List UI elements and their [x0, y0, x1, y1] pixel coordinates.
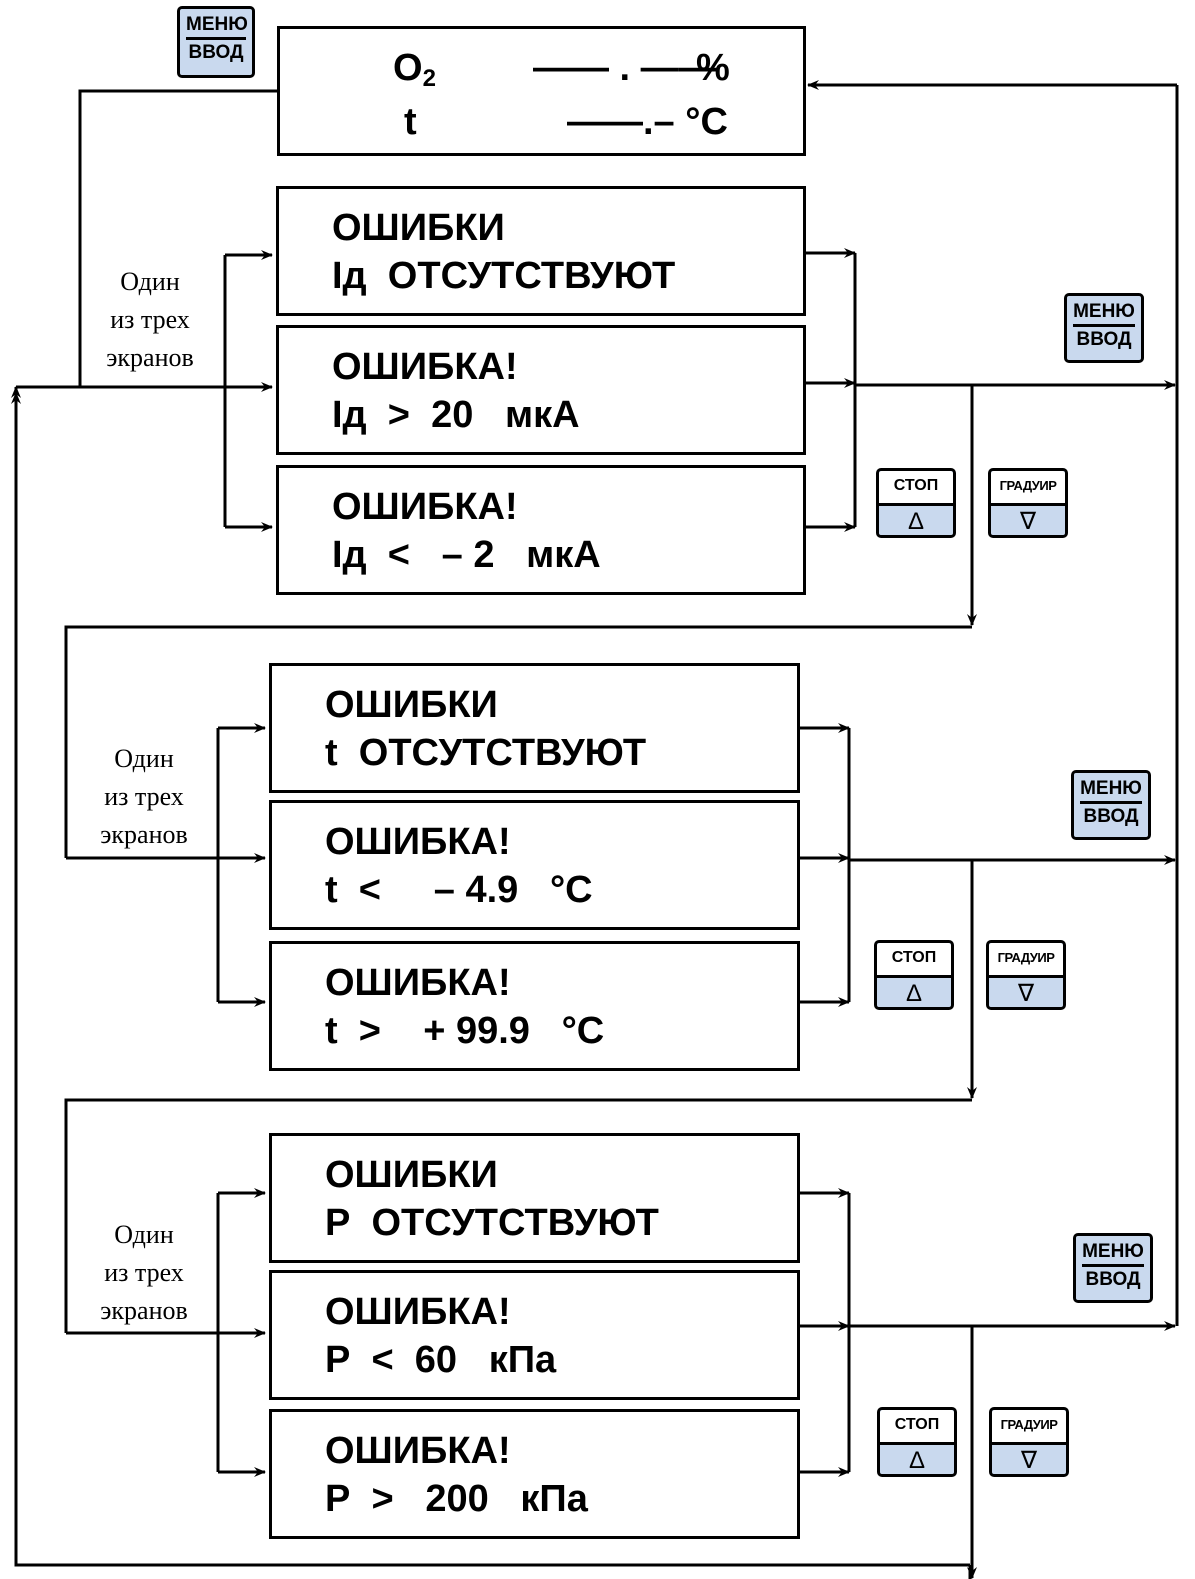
screen-id-too-low: ОШИБКА! Iд < – 2 мкА	[276, 465, 806, 595]
calibrate-down-key[interactable]: ГРАДУИР ∇	[989, 1407, 1069, 1477]
key-label-bottom: ВВОД	[1083, 806, 1139, 827]
note-line: из трех	[104, 1258, 184, 1287]
key-label-top: МЕНЮ	[1082, 1241, 1144, 1267]
note-line: Один	[114, 1220, 174, 1249]
o2-unit: %	[696, 47, 730, 89]
menu-enter-key[interactable]: МЕНЮ ВВОД	[1064, 293, 1144, 363]
down-triangle-icon: ∇	[1019, 508, 1037, 535]
key-label: ГРАДУИР	[989, 943, 1063, 978]
note-line: экранов	[106, 343, 194, 372]
screen-line1: ОШИБКИ	[325, 684, 498, 726]
screen-line1: ОШИБКА!	[332, 486, 518, 528]
up-triangle-icon: Δ	[907, 508, 925, 535]
key-label: ГРАДУИР	[991, 471, 1065, 506]
screen-line2: Р ОТСУТСТВУЮТ	[325, 1202, 659, 1244]
key-label: СТОП	[877, 943, 951, 978]
key-label-bottom: ВВОД	[1076, 329, 1132, 350]
screen-line2: Р > 200 кПа	[325, 1478, 588, 1520]
screen-line1: ОШИБКИ	[325, 1154, 498, 1196]
menu-enter-key[interactable]: МЕНЮ ВВОД	[1073, 1233, 1153, 1303]
screen-id-no-errors: ОШИБКИ Iд ОТСУТСТВУЮТ	[276, 186, 806, 316]
screen-line2: Р < 60 кПа	[325, 1339, 557, 1381]
note-line: Один	[120, 267, 180, 296]
screen-p-too-low: ОШИБКА! Р < 60 кПа	[269, 1270, 800, 1400]
screen-line1: ОШИБКА!	[325, 1430, 511, 1472]
calibrate-down-key[interactable]: ГРАДУИР ∇	[988, 468, 1068, 538]
screen-line2: t ОТСУТСТВУЮТ	[325, 732, 647, 774]
key-label-bottom: ВВОД	[188, 42, 244, 63]
screen-line1: ОШИБКА!	[325, 1291, 511, 1333]
screen-t-too-low: ОШИБКА! t < – 4.9 °С	[269, 800, 800, 930]
o2-label: O2	[393, 47, 436, 92]
key-label: СТОП	[879, 471, 953, 506]
key-label: СТОП	[880, 1410, 954, 1445]
stop-up-key[interactable]: СТОП Δ	[874, 940, 954, 1010]
screen-line1: ОШИБКА!	[325, 821, 511, 863]
screen-line1: ОШИБКА!	[325, 962, 511, 1004]
main-screen: O2 —— . —— % t ——.– °C	[277, 26, 806, 156]
screen-line1: ОШИБКИ	[332, 207, 505, 249]
key-label: ГРАДУИР	[992, 1410, 1066, 1445]
main-to-group1-line	[78, 89, 277, 387]
stop-up-key[interactable]: СТОП Δ	[876, 468, 956, 538]
screen-p-no-errors: ОШИБКИ Р ОТСУТСТВУЮТ	[269, 1133, 800, 1263]
calibrate-down-key[interactable]: ГРАДУИР ∇	[986, 940, 1066, 1010]
screen-t-too-high: ОШИБКА! t > + 99.9 °С	[269, 941, 800, 1071]
screen-id-too-high: ОШИБКА! Iд > 20 мкА	[276, 325, 806, 455]
down-triangle-icon: ∇	[1017, 980, 1035, 1007]
note-line: экранов	[100, 1296, 188, 1325]
up-triangle-icon: Δ	[905, 980, 923, 1007]
note-line: из трех	[110, 305, 190, 334]
key-label-top: МЕНЮ	[186, 14, 248, 40]
key-label-top: МЕНЮ	[1073, 301, 1135, 327]
key-label-top: МЕНЮ	[1080, 778, 1142, 804]
screen-line2: t > + 99.9 °С	[325, 1010, 605, 1052]
menu-enter-key[interactable]: МЕНЮ ВВОД	[1071, 770, 1151, 840]
temp-label: t	[404, 101, 417, 143]
screen-t-no-errors: ОШИБКИ t ОТСУТСТВУЮТ	[269, 663, 800, 793]
note-line: экранов	[100, 820, 188, 849]
note-line: Один	[114, 744, 174, 773]
note-one-of-three: Один из трех экранов	[74, 740, 214, 854]
down-triangle-icon: ∇	[1020, 1447, 1038, 1474]
key-label-bottom: ВВОД	[1085, 1269, 1141, 1290]
screen-line1: ОШИБКА!	[332, 346, 518, 388]
screen-line2: Iд ОТСУТСТВУЮТ	[332, 255, 676, 297]
note-one-of-three: Один из трех экранов	[80, 263, 220, 377]
screen-line2: Iд < – 2 мкА	[332, 534, 601, 576]
temp-value: ——.– °C	[567, 101, 728, 143]
screen-line2: Iд > 20 мкА	[332, 394, 580, 436]
o2-value: —— . ——	[533, 47, 717, 89]
screen-line2: t < – 4.9 °С	[325, 869, 593, 911]
up-triangle-icon: Δ	[908, 1447, 926, 1474]
screen-p-too-high: ОШИБКА! Р > 200 кПа	[269, 1409, 800, 1539]
menu-enter-key[interactable]: МЕНЮ ВВОД	[177, 6, 255, 78]
note-one-of-three: Один из трех экранов	[74, 1216, 214, 1330]
stop-up-key[interactable]: СТОП Δ	[877, 1407, 957, 1477]
note-line: из трех	[104, 782, 184, 811]
